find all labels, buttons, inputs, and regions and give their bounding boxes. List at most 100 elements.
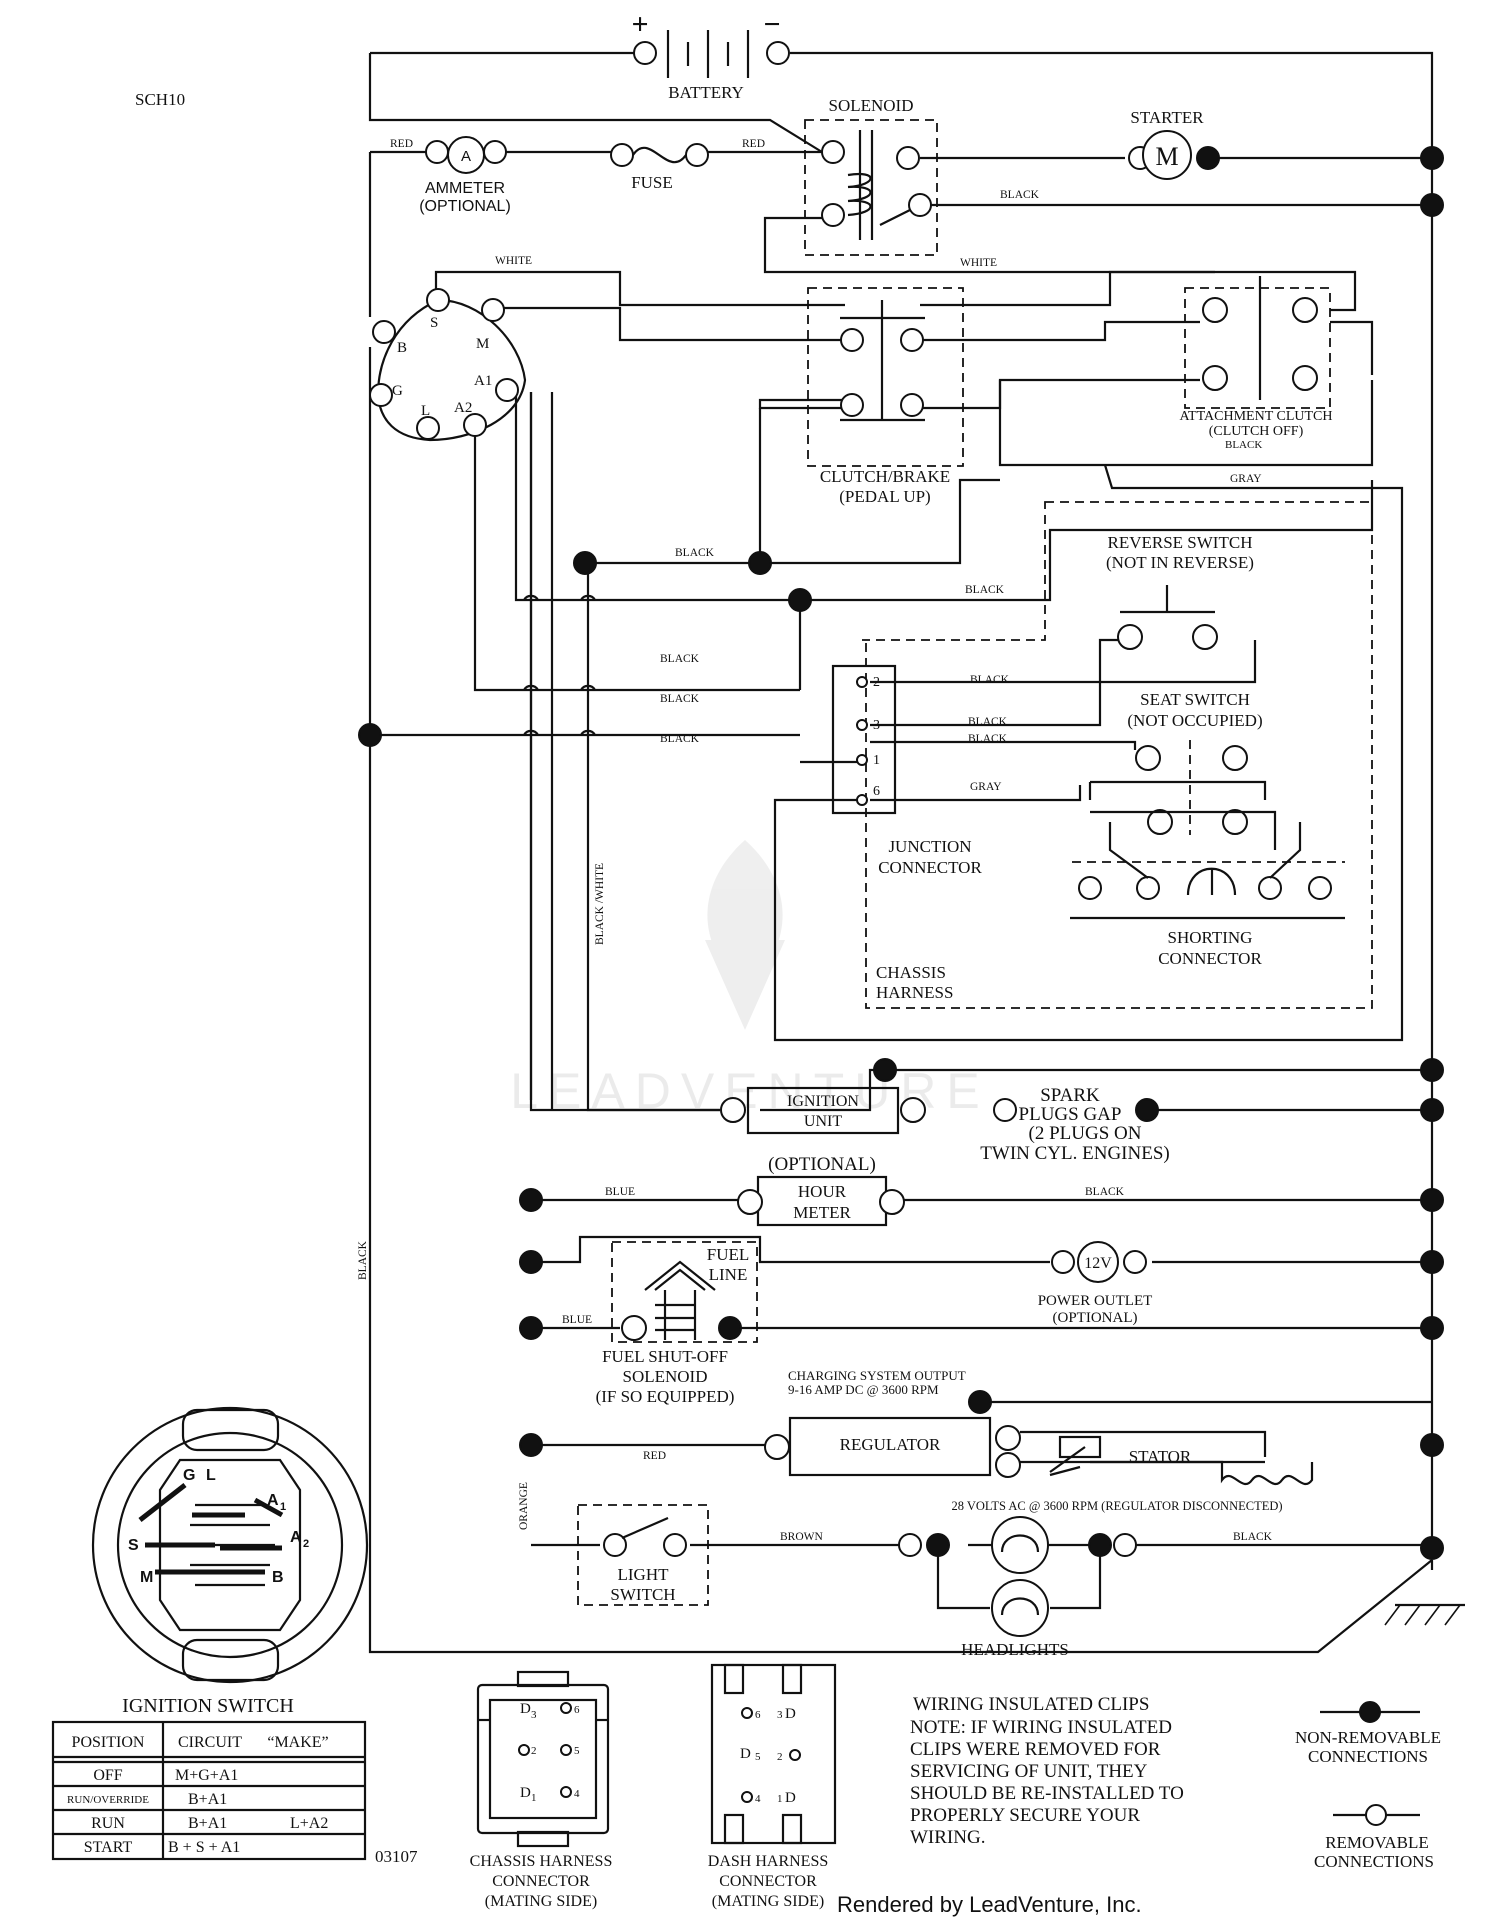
- charging-output: CHARGING SYSTEM OUTPUT: [788, 1368, 966, 1383]
- battery: + − BATTERY: [631, 8, 790, 102]
- clutch-brake-label: CLUTCH/BRAKE: [820, 467, 950, 486]
- junction-connector-label: JUNCTION: [888, 837, 971, 856]
- reverse-switch: REVERSE SWITCH (NOT IN REVERSE): [1106, 533, 1254, 650]
- regulator-label: REGULATOR: [840, 1435, 941, 1454]
- fuse-label: FUSE: [631, 173, 673, 192]
- light-switch-label: LIGHT: [618, 1565, 670, 1584]
- stator: STATOR 28 VOLTS AC @ 3600 RPM (REGULATOR…: [951, 1435, 1314, 1513]
- wire-black-9: BLACK: [968, 733, 1008, 745]
- wire-red-2: RED: [742, 138, 765, 150]
- ch-pin-5-num: 5: [574, 1745, 580, 1757]
- light-switch: LIGHT SWITCH: [577, 1504, 709, 1606]
- starter-symbol: M: [1155, 142, 1178, 171]
- spark-plugs-label-4: TWIN CYL. ENGINES): [980, 1143, 1169, 1164]
- legend-removable: REMOVABLE: [1325, 1833, 1429, 1852]
- face-a2: A: [290, 1529, 302, 1546]
- chassis-connector-label-3: (MATING SIDE): [485, 1893, 597, 1910]
- dh-pin-4-num: 4: [755, 1793, 761, 1805]
- wire-black-clutch: BLACK: [1225, 439, 1262, 451]
- wire-black-7: BLACK: [970, 674, 1010, 686]
- hour-meter: (OPTIONAL) HOUR METER: [737, 1154, 905, 1227]
- junction-connector: 2 3 1 6 JUNCTION CONNECTOR: [831, 664, 982, 877]
- chassis-harness-label: CHASSIS: [876, 963, 946, 982]
- battery-minus: −: [763, 8, 780, 41]
- regulator: REGULATOR CHARGING SYSTEM OUTPUT 9-16 AM…: [764, 1368, 1021, 1478]
- wire-black-hour: BLACK: [1085, 1186, 1125, 1198]
- face-m: M: [140, 1569, 153, 1586]
- dh-pin-6-num: 6: [755, 1709, 761, 1721]
- wiring-note: WIRING INSULATED CLIPS NOTE: IF WIRING I…: [910, 1694, 1184, 1848]
- stator-note: 28 VOLTS AC @ 3600 RPM (REGULATOR DISCON…: [951, 1499, 1282, 1513]
- reverse-switch-state: (NOT IN REVERSE): [1106, 553, 1254, 572]
- face-s: S: [128, 1537, 139, 1554]
- dash-connector-label-2: CONNECTOR: [719, 1873, 817, 1890]
- legend-non-removable-2: CONNECTIONS: [1308, 1747, 1428, 1766]
- charging-spec: 9-16 AMP DC @ 3600 RPM: [788, 1382, 939, 1397]
- wire-white-2: WHITE: [960, 257, 997, 269]
- wire-gray-1: GRAY: [1230, 473, 1262, 485]
- dash-connector-label-3: (MATING SIDE): [712, 1893, 824, 1910]
- td-circ-2: B+A1: [188, 1815, 227, 1832]
- fuel-solenoid-label: FUEL SHUT-OFF: [602, 1347, 728, 1366]
- term-s: S: [430, 315, 438, 331]
- wire-labels: RED RED BLACK WHITE WHITE BLACK GRAY BLA…: [357, 138, 1273, 1543]
- wire-blue-2: BLUE: [562, 1314, 592, 1326]
- junction-pin-1: 1: [873, 753, 880, 768]
- seat-switch-state: (NOT OCCUPIED): [1127, 711, 1262, 730]
- td-extra-2: L+A2: [290, 1815, 328, 1832]
- dh-pin-3: D: [785, 1706, 796, 1722]
- hour-meter-label-2: METER: [793, 1203, 851, 1222]
- term-a1: A1: [474, 373, 492, 389]
- ignition-unit-label: IGNITION: [787, 1093, 859, 1110]
- power-outlet: 12V POWER OUTLET (OPTIONAL): [1038, 1241, 1152, 1326]
- ch-pin-1-num: 1: [531, 1792, 537, 1804]
- solenoid: SOLENOID: [804, 96, 938, 256]
- face-b: B: [272, 1569, 284, 1586]
- attachment-clutch-switch: ATTACHMENT CLUTCH (CLUTCH OFF): [1179, 276, 1333, 439]
- note-title: WIRING INSULATED CLIPS: [913, 1694, 1149, 1715]
- hour-meter-label: HOUR: [798, 1182, 847, 1201]
- dh-pin-2-num: 2: [777, 1751, 783, 1763]
- wire-red-3: RED: [643, 1450, 666, 1462]
- fuse: FUSE: [610, 143, 709, 192]
- battery-plus: +: [631, 8, 648, 41]
- junction-pin-6: 6: [873, 784, 880, 799]
- legend: NON-REMOVABLE CONNECTIONS REMOVABLE CONN…: [1295, 1701, 1441, 1871]
- headlights: HEADLIGHTS: [898, 1516, 1137, 1659]
- ignition-unit: IGNITION UNIT: [720, 1086, 926, 1135]
- dh-pin-1: D: [785, 1790, 796, 1806]
- wire-black-3: BLACK: [965, 584, 1005, 596]
- seat-switch: SEAT SWITCH (NOT OCCUPIED): [1088, 690, 1277, 850]
- wire-gray-2: GRAY: [970, 781, 1002, 793]
- ignition-switch-face: G L A 1 S A 2 M B IGNITION SWITCH: [91, 1406, 369, 1717]
- power-outlet-symbol: 12V: [1084, 1255, 1112, 1272]
- chassis-harness-boundary: [862, 501, 1373, 1009]
- ch-pin-3: D: [520, 1701, 531, 1717]
- legend-removable-2: CONNECTIONS: [1314, 1852, 1434, 1871]
- starter: M STARTER: [1128, 108, 1220, 180]
- wire-crossovers: [523, 594, 596, 736]
- spark-plugs-label: SPARK: [1040, 1085, 1100, 1106]
- dh-pin-1-num: 1: [777, 1793, 783, 1805]
- solenoid-label: SOLENOID: [829, 96, 914, 115]
- td-pos-3: START: [84, 1839, 133, 1856]
- face-a1: A: [267, 1492, 279, 1509]
- note-line-5: WIRING.: [910, 1827, 985, 1848]
- headlights-label: HEADLIGHTS: [961, 1640, 1069, 1659]
- td-pos-1: RUN/OVERRIDE: [67, 1794, 149, 1806]
- td-circ-0: M+G+A1: [175, 1767, 238, 1784]
- wire-black-solenoid: BLACK: [1000, 189, 1040, 201]
- reverse-switch-label: REVERSE SWITCH: [1108, 533, 1253, 552]
- wire-black-8: BLACK: [968, 716, 1008, 728]
- chassis-harness-connector: D 3 6 2 5 D 1 4 CHASSIS HARNESS CONNECTO…: [470, 1670, 612, 1910]
- legend-non-removable: NON-REMOVABLE: [1295, 1728, 1441, 1747]
- term-a2: A2: [454, 400, 472, 416]
- term-b: B: [397, 340, 407, 356]
- note-line-4: PROPERLY SECURE YOUR: [910, 1805, 1140, 1826]
- term-l: L: [421, 403, 430, 419]
- fuel-line-label: FUEL: [707, 1245, 750, 1264]
- note-line-3: SHOULD BE RE-INSTALLED TO: [910, 1783, 1184, 1804]
- face-a2-sub: 2: [303, 1538, 309, 1550]
- wire-black-white: BLACK /WHITE: [594, 863, 606, 945]
